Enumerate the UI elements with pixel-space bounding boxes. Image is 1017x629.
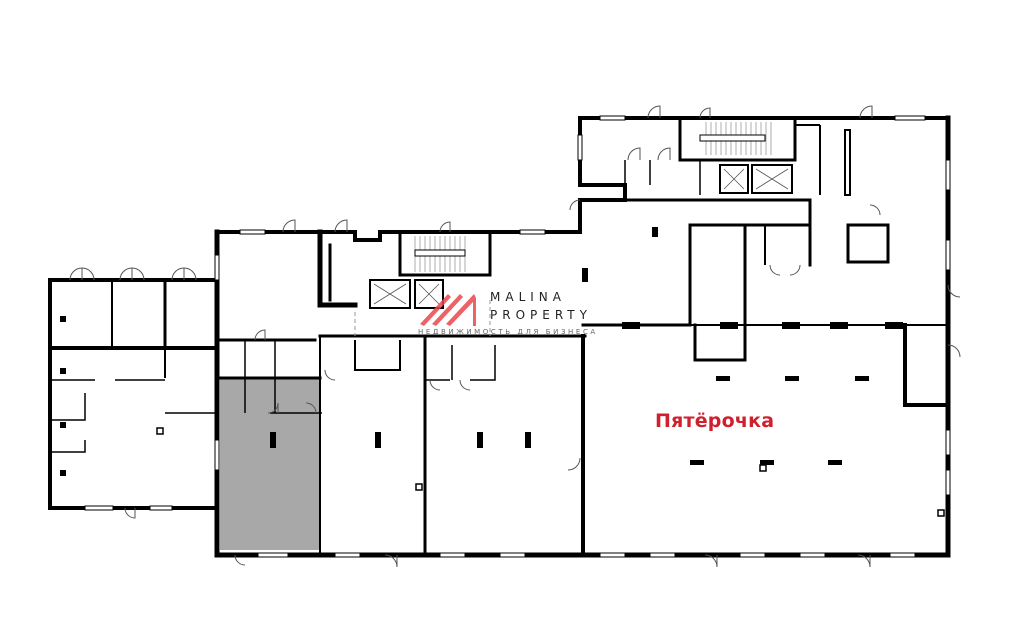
brand-tagline: НЕДВИЖИМОСТЬ ДЛЯ БИЗНЕСА — [418, 328, 598, 336]
highlighted-unit[interactable] — [220, 378, 319, 550]
right-block — [569, 105, 961, 568]
windows — [84, 115, 951, 558]
elevator — [751, 164, 793, 194]
central-left-block — [214, 219, 588, 568]
elevator — [369, 279, 411, 309]
brand-line-2: PROPERTY — [490, 308, 592, 322]
brand-line-1: MALINA — [490, 290, 566, 304]
anchor-tenant-label: Пятёрочка — [655, 410, 775, 432]
brand-mark-icon — [420, 294, 476, 326]
watermark-logo: MALINA PROPERTY НЕДВИЖИМОСТЬ ДЛЯ БИЗНЕСА — [418, 288, 618, 338]
left-wing — [48, 267, 217, 519]
